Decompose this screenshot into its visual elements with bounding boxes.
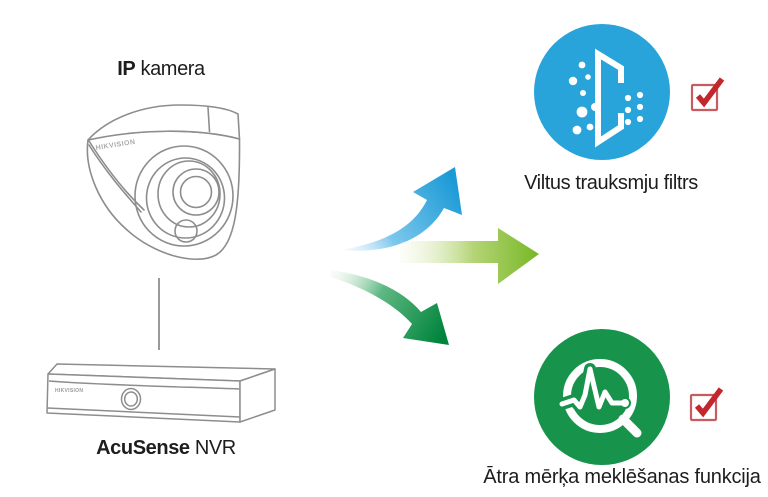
nvr-label-rest: NVR (189, 437, 236, 459)
camera-nvr-connector-line (158, 278, 160, 350)
filtered-dot (624, 106, 632, 114)
filtered-dot (636, 115, 644, 123)
false-alarm-filter-icon (534, 24, 670, 160)
filter-door (595, 48, 624, 148)
camera-crease (88, 140, 145, 211)
ir-led (174, 219, 198, 243)
noise-dot (585, 74, 591, 80)
arrow-to-filter (340, 167, 462, 251)
target-search-icon (534, 329, 670, 465)
nvr-front-face (46, 373, 241, 423)
filtered-dot (624, 118, 632, 126)
filtered-dot (636, 103, 644, 111)
lens-ring-mid (145, 157, 226, 239)
checkbox-box (689, 393, 718, 422)
noise-dot (580, 90, 586, 96)
nvr-bottom-seam (47, 407, 241, 418)
pulse-waveform (559, 366, 628, 410)
filtered-dot (636, 91, 644, 99)
arrow-to-search (331, 270, 449, 345)
camera-band-seam (207, 106, 211, 133)
nvr-brand-text: HIKVISION (55, 388, 83, 394)
feature2-checkbox[interactable] (688, 383, 728, 427)
nvr-side-face (239, 368, 276, 423)
nvr-lid-seam (48, 380, 240, 390)
feature1-checkbox[interactable] (689, 73, 729, 117)
noise-dot (576, 106, 588, 118)
feature1-label: Viltus trauksmju filtrs (524, 172, 698, 194)
noise-dot (572, 125, 582, 135)
lens-ring-inner (157, 160, 221, 228)
magnifier-ring (563, 359, 637, 433)
noise-dot (578, 61, 586, 69)
ip-camera-label: IP kamera (66, 58, 256, 81)
nvr-illustration: HIKVISION (46, 363, 276, 423)
nvr-button-inner (123, 391, 139, 407)
ip-camera-label-bold: IP (117, 58, 136, 80)
pulse-end-dot (621, 399, 629, 407)
ip-camera-label-rest: kamera (135, 58, 205, 80)
magnifier-handle (618, 414, 642, 438)
noise-dot (586, 123, 594, 131)
nvr-label: AcuSense NVR (60, 437, 272, 460)
filter-circle-bg (534, 24, 670, 160)
ip-camera-illustration: HIKVISION (86, 104, 241, 261)
lens-barrel (172, 168, 220, 216)
lens-glass (179, 175, 213, 209)
arrow-straight (400, 228, 539, 284)
nvr-label-bold: AcuSense (96, 437, 190, 459)
camera-mount-band (87, 104, 241, 141)
feature2-label: Ātra mērķa meklēšanas funkcija (483, 466, 761, 488)
lens-ring-outer (134, 145, 234, 247)
checkbox-box (690, 83, 719, 112)
noise-dot (568, 76, 578, 86)
checkmark-icon (694, 387, 724, 418)
filtered-dot (624, 94, 632, 102)
checkmark-icon (695, 77, 725, 108)
